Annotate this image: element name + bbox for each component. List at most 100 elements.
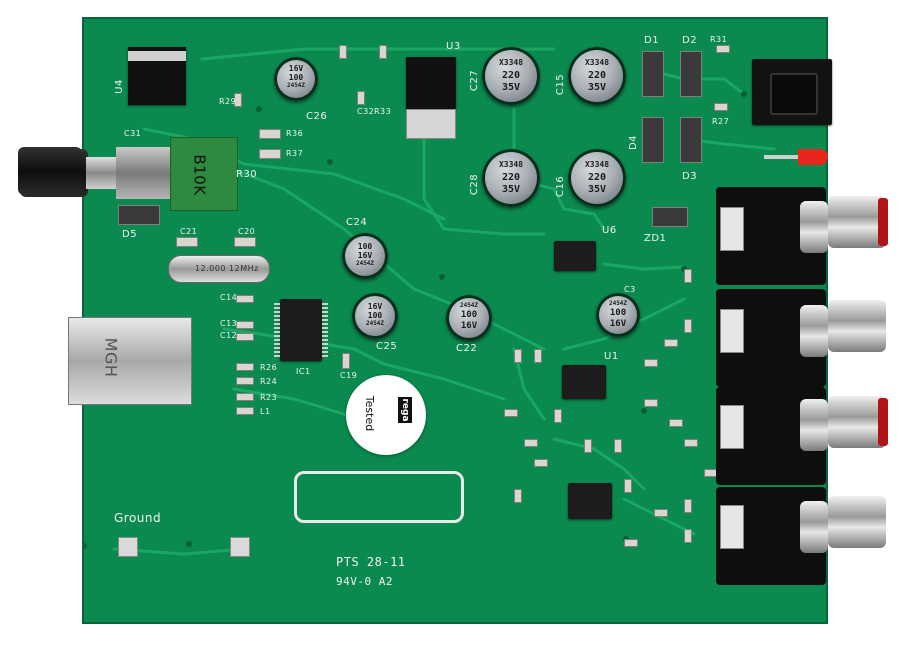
capacitor-c25: 16V 100 2454Z — [352, 293, 398, 339]
resistor-r24 — [236, 377, 254, 385]
ref-c25: C25 — [376, 341, 398, 352]
rca-jack-right-out[interactable] — [800, 305, 828, 357]
smd-part — [654, 509, 668, 517]
volume-potentiometer[interactable]: B10K — [20, 137, 240, 211]
led-red — [764, 149, 828, 165]
ref-c19: C19 — [340, 371, 358, 380]
rca-jack-barrel-outer[interactable] — [828, 196, 886, 248]
ground-label: Ground — [114, 511, 162, 525]
ref-d5: D5 — [122, 229, 138, 240]
ref-c13: C13 — [220, 319, 238, 328]
cap-text: 220 — [587, 172, 607, 183]
resistor-r31 — [716, 45, 730, 53]
ic-ic1-usb-dac — [274, 299, 328, 361]
ref-r27: R27 — [712, 117, 730, 126]
ref-zd1: ZD1 — [644, 233, 667, 244]
cap-text: 16V — [288, 64, 304, 73]
opamp-u1 — [562, 365, 606, 399]
capacitor-c14 — [236, 295, 254, 303]
resistor-r29 — [234, 93, 242, 107]
cap-text: 2454Z — [355, 260, 375, 267]
cap-text: 100 — [357, 242, 373, 251]
via — [186, 541, 192, 547]
pcb-board: U4 16V 100 2454Z C26 R29 C32 R33 C31 U3 … — [20, 17, 832, 624]
capacitor-c26: 16V 100 2454Z — [274, 57, 318, 101]
trace — [602, 262, 686, 271]
rca-jack-barrel-outer[interactable] — [828, 396, 886, 448]
smd-part — [684, 499, 692, 513]
rega-logo: rega — [294, 471, 464, 523]
capacitor-c27: X3348 220 35V — [482, 47, 540, 105]
fab-marking: PTS 28-11 — [336, 555, 406, 569]
ref-r30: R30 — [236, 169, 258, 180]
smd-part — [664, 339, 678, 347]
diode-d2 — [680, 51, 702, 97]
pot-shaft-knob-outer[interactable] — [18, 147, 82, 195]
ref-r31: R31 — [710, 35, 728, 44]
resistor-r37 — [259, 149, 281, 159]
cap-text: 100 — [367, 311, 383, 320]
ref-r33: R33 — [374, 107, 392, 116]
rca-jack-left-out[interactable] — [800, 201, 828, 253]
cap-text: 16V — [357, 251, 373, 260]
diode-d4 — [642, 117, 664, 163]
trace — [552, 437, 646, 491]
ref-r24: R24 — [260, 377, 278, 386]
usb-b-connector[interactable]: MGH — [68, 317, 192, 405]
capacitor-c20 — [234, 237, 256, 247]
pot-value: B10K — [190, 154, 209, 196]
smd-part — [614, 439, 622, 453]
ref-c14: C14 — [220, 293, 238, 302]
resistor-r32 — [339, 45, 347, 59]
resistor-r36 — [259, 129, 281, 139]
ref-u6: U6 — [602, 225, 617, 236]
ref-r29: R29 — [219, 97, 237, 106]
cap-text: 35V — [501, 184, 521, 195]
ref-c20: C20 — [238, 227, 256, 236]
sticker-brand: rega — [398, 397, 412, 423]
ground-pad[interactable] — [118, 537, 138, 557]
ref-r23: R23 — [260, 393, 278, 402]
ref-c15: C15 — [555, 73, 567, 96]
resistor-r33 — [379, 45, 387, 59]
ref-ic1: IC1 — [296, 367, 311, 376]
ground-pad[interactable] — [230, 537, 250, 557]
smd-part — [684, 319, 692, 333]
via — [84, 543, 87, 549]
capacitor-c19 — [342, 353, 350, 369]
rca-jack-barrel-outer[interactable] — [828, 300, 886, 352]
via — [439, 274, 445, 280]
regulator-u3 — [406, 57, 456, 109]
smd-part — [534, 459, 548, 467]
ref-d1: D1 — [644, 35, 660, 46]
regulator-tab — [406, 109, 456, 139]
usb-connector-text: MGH — [101, 337, 121, 378]
smd-part — [624, 539, 638, 547]
ic-u6 — [554, 241, 596, 271]
pot-body — [116, 147, 174, 199]
capacitor-c16: X3348 220 35V — [568, 149, 626, 207]
ref-c16: C16 — [555, 175, 567, 198]
pot-bushing — [86, 157, 116, 189]
diode-d1 — [642, 51, 664, 97]
crystal-oscillator: 12.000 12MHz — [168, 255, 270, 283]
crystal-text: 12.000 12MHz — [195, 264, 259, 273]
cap-text: 220 — [587, 70, 607, 81]
cap-text: 100 — [460, 310, 478, 320]
rca-mount-pad — [720, 405, 744, 449]
rca-jack-right-in[interactable] — [800, 501, 828, 553]
cap-text: 2454Z — [608, 300, 628, 307]
rca-jack-left-in[interactable] — [800, 399, 828, 451]
smd-part — [524, 439, 538, 447]
ref-c3: C3 — [624, 285, 636, 294]
smd-part — [534, 349, 542, 363]
capacitor-c15: X3348 220 35V — [568, 47, 626, 105]
ref-c31: C31 — [124, 129, 142, 138]
cap-text: 100 — [288, 73, 304, 82]
ul-marking: 94V-0 A2 — [336, 575, 393, 588]
pot-housing: B10K — [170, 137, 238, 211]
smd-part — [644, 399, 658, 407]
cap-text: 35V — [587, 82, 607, 93]
cap-text: 16V — [367, 302, 383, 311]
rca-jack-barrel-outer[interactable] — [828, 496, 886, 548]
